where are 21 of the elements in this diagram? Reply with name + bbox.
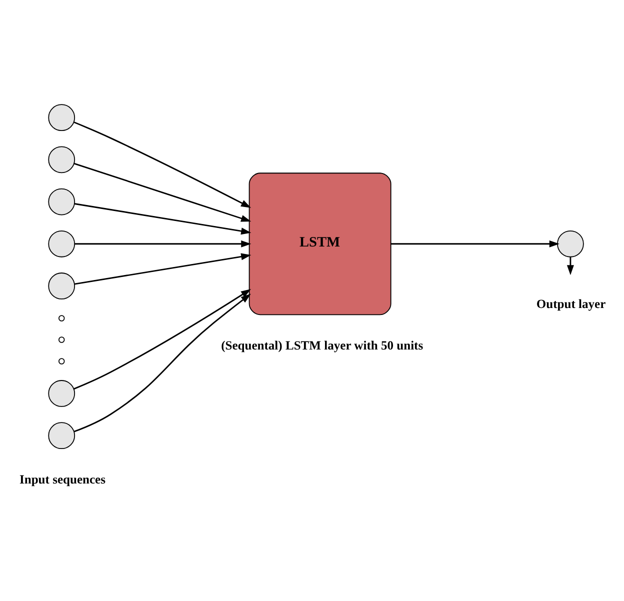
node-circle xyxy=(48,380,76,406)
node-circle xyxy=(48,104,76,131)
arrow xyxy=(74,162,252,222)
arrow xyxy=(74,288,252,390)
arrow xyxy=(74,121,252,208)
label: Input sequences xyxy=(20,472,106,486)
arrow xyxy=(566,256,574,275)
node-circle xyxy=(48,146,76,173)
node-circle xyxy=(48,422,76,449)
node-circle xyxy=(557,230,584,257)
arrow xyxy=(74,252,252,284)
arrow xyxy=(74,240,252,247)
arrow xyxy=(74,293,251,432)
arrow xyxy=(74,202,252,234)
node-circle xyxy=(48,230,76,257)
node-circle xyxy=(48,188,76,215)
arrow xyxy=(390,240,560,247)
node-box: LSTM xyxy=(248,172,392,315)
node-circle xyxy=(48,272,76,299)
node-label: Output layer xyxy=(536,296,606,311)
node-label: (Sequental) LSTM layer with 50 units xyxy=(221,338,424,352)
